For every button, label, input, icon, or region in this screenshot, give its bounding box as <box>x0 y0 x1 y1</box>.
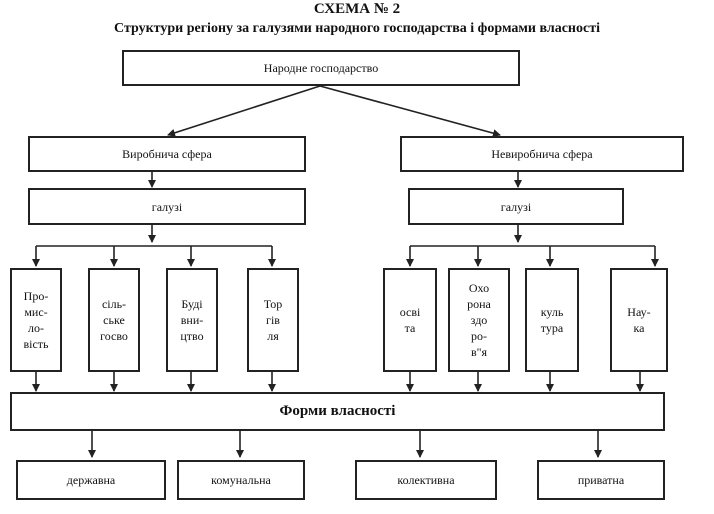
industry-label: сіль- ське госво <box>100 297 128 343</box>
ownership-form-label: державна <box>66 473 116 487</box>
ownership-node: Форми власності <box>10 392 665 431</box>
nonproduction-branches-node: галузі <box>408 188 624 225</box>
industry-label: осві та <box>399 305 421 335</box>
production-sphere-node: Виробнича сфера <box>28 136 306 172</box>
ownership-form-node: комунальна <box>177 460 305 500</box>
industry-node: сіль- ське госво <box>88 268 140 372</box>
ownership-form-label: комунальна <box>211 473 271 487</box>
industry-label: куль тура <box>540 305 564 335</box>
production-branches-label: галузі <box>151 199 183 214</box>
ownership-form-node: колективна <box>355 460 497 500</box>
industry-label: Охо рона здо ро- в"я <box>467 281 491 359</box>
industry-label: Нау- ка <box>627 305 651 335</box>
production-sphere-label: Виробнича сфера <box>122 147 212 161</box>
industry-node: Про- мис- ло- вість <box>10 268 62 372</box>
nonproduction-sphere-label: Невиробнича сфера <box>491 147 593 161</box>
root-to-production-arrow <box>167 85 321 137</box>
industry-node: Буді вни- цтво <box>166 268 218 372</box>
ownership-form-node: приватна <box>537 460 665 500</box>
ownership-form-label: колективна <box>397 473 455 487</box>
industry-node: Тор гів ля <box>247 268 299 372</box>
root-to-nonproduction-arrow <box>319 85 501 138</box>
root-node: Народне господарство <box>122 50 520 86</box>
root-node-label: Народне господарство <box>263 61 379 75</box>
industry-node: Охо рона здо ро- в"я <box>448 268 510 372</box>
ownership-form-label: приватна <box>577 473 625 487</box>
industry-label: Тор гів ля <box>263 297 283 343</box>
industry-node: осві та <box>383 268 437 372</box>
industry-node: куль тура <box>525 268 579 372</box>
scheme-subtitle: Структури регіону за галузями народного … <box>114 21 600 36</box>
nonproduction-branches-label: галузі <box>500 199 532 214</box>
ownership-form-node: державна <box>16 460 166 500</box>
production-branches-node: галузі <box>28 188 306 225</box>
scheme-title: СХЕМА № 2 <box>313 1 401 17</box>
industry-label: Про- мис- ло- вість <box>23 289 49 351</box>
industry-label: Буді вни- цтво <box>180 297 204 343</box>
nonproduction-sphere-node: Невиробнича сфера <box>400 136 684 172</box>
ownership-label: Форми власності <box>279 403 396 419</box>
industry-node: Нау- ка <box>610 268 668 372</box>
